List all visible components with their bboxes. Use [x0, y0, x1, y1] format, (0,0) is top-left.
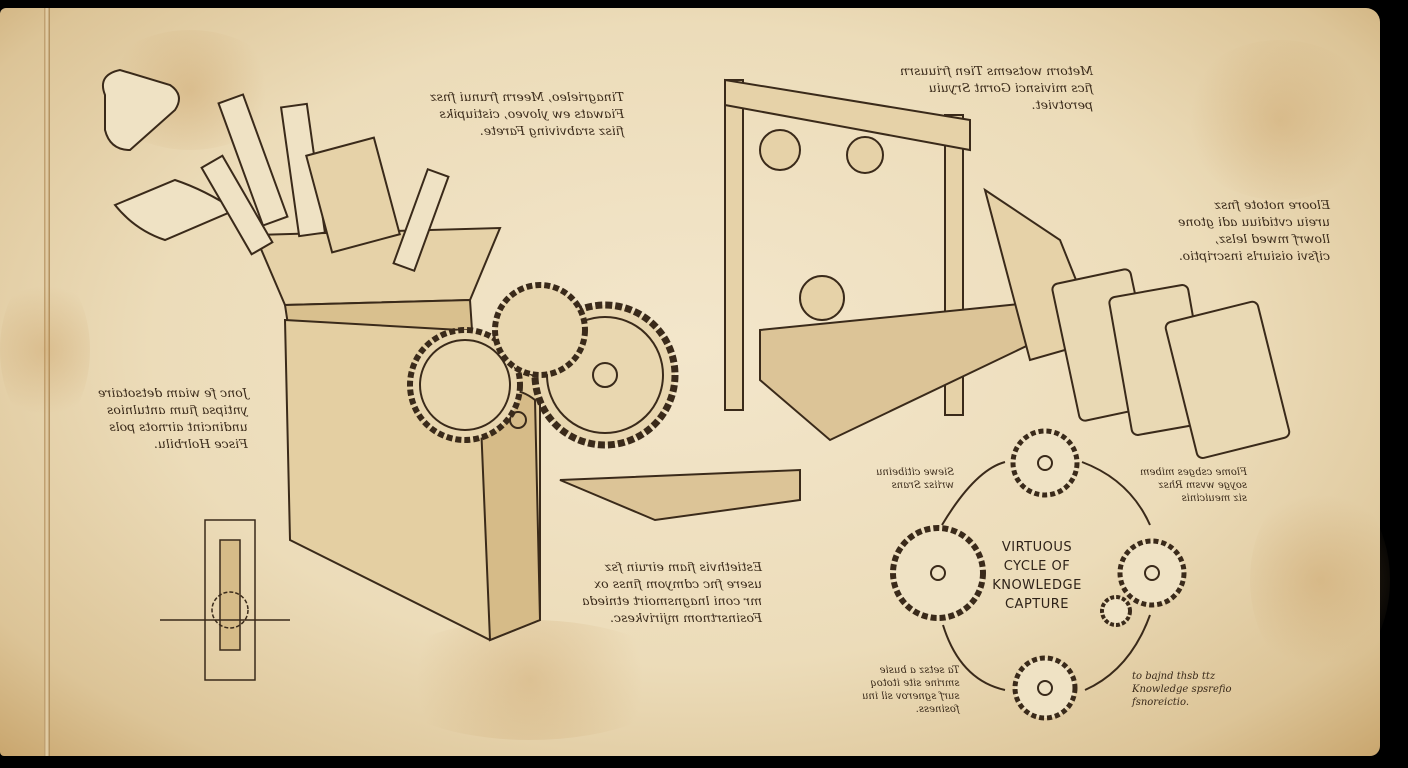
note-left-middle: Jonc fe wiam detsotaire yntipsa fium ant… — [98, 385, 248, 451]
note-top-center: Tinagrieleo, Meern frunui fnsz Fiawats e… — [430, 89, 625, 138]
note-bottom-center: Estiethvis fiam eiruin fsz usere fnc cdm… — [582, 559, 762, 625]
book-spine — [44, 8, 50, 756]
note-top-right: Metorn wotsems Tien friuusrn fics mivisn… — [900, 63, 1093, 112]
knowledge-cycle-gears — [890, 428, 1187, 721]
note-right-upper: Eloore notote fnsz ureiu cvtidiuu adi gt… — [1178, 197, 1331, 263]
document-hopper — [200, 93, 502, 340]
note-cycle-bottom-left: Ta setsz a busie smrine site itotoq surf… — [862, 665, 960, 715]
stain — [0, 270, 90, 430]
note-cycle-bottom-right: to bajnd thsb ttz Knowledge spsrefio fsn… — [1132, 671, 1232, 708]
scroll-icon — [101, 68, 238, 242]
cycle-title: VIRTUOUS CYCLE OF KNOWLEDGE CAPTURE — [992, 540, 1082, 612]
stain — [380, 620, 680, 740]
note-cycle-top-left: Siewe citibeinu wriisz Srans — [876, 467, 955, 491]
stain — [1180, 40, 1380, 200]
gear-train — [407, 282, 801, 522]
stain — [1250, 480, 1390, 680]
pulley-press-frame — [724, 78, 1102, 442]
stone-tablets — [1051, 268, 1291, 460]
note-cycle-top-right: Flome csbges mibem soyge wvsm Rhsz siz m… — [1140, 467, 1247, 504]
mechanism-detail-sketch — [160, 519, 290, 681]
